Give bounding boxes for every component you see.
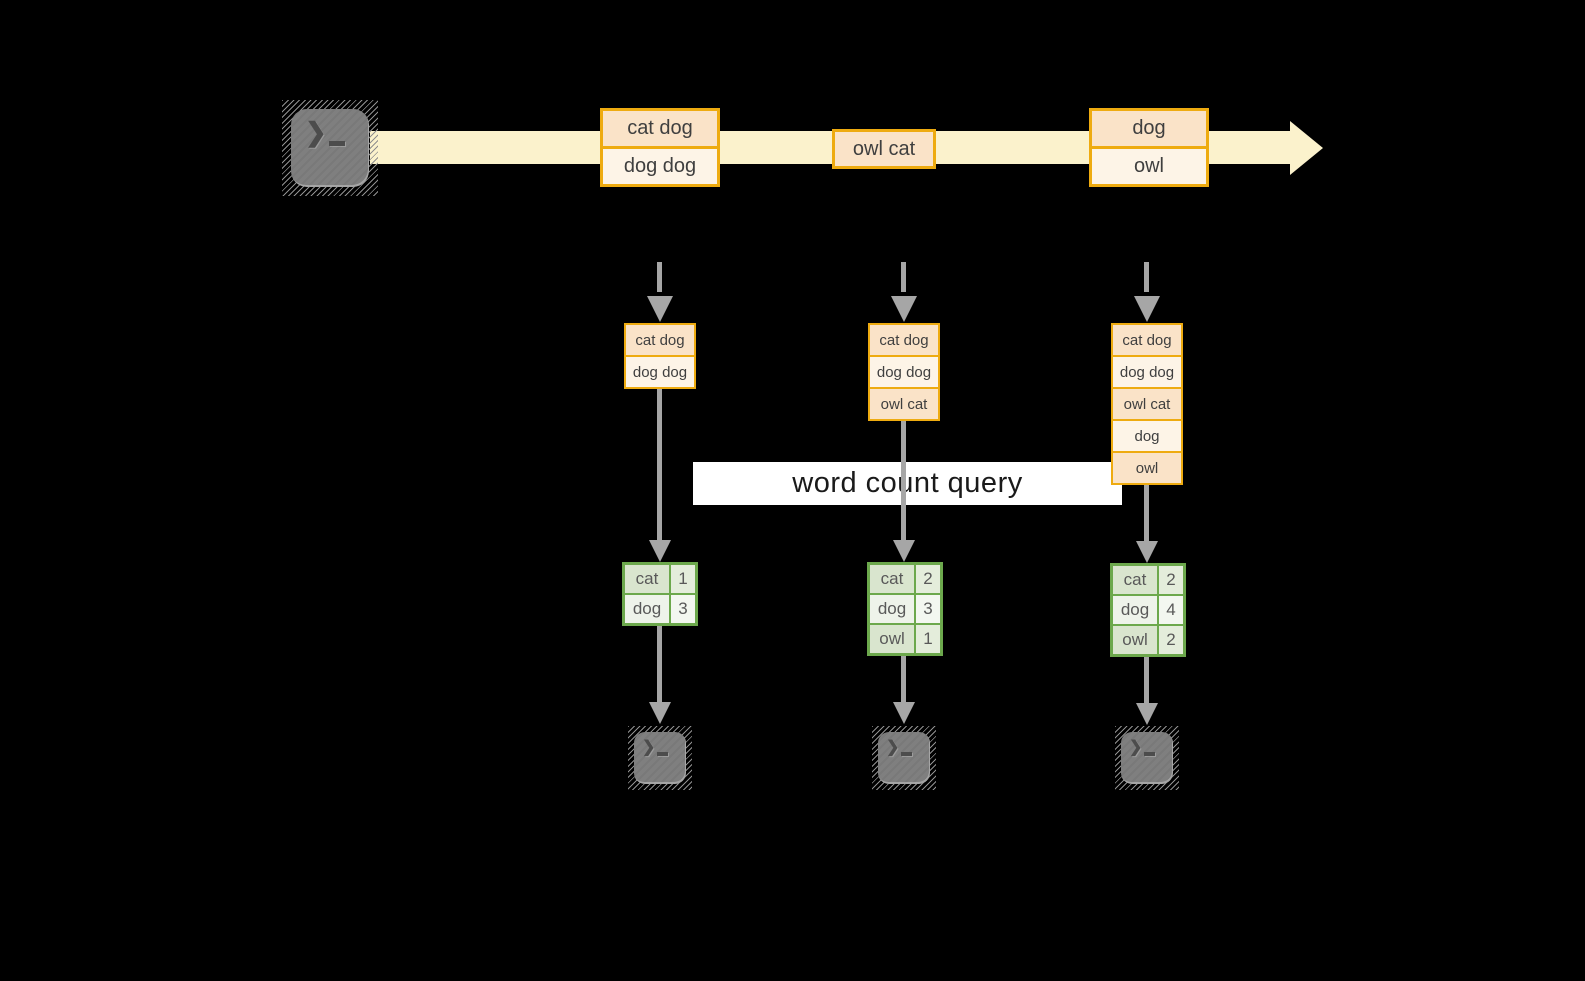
buffer-row: dog dog [870, 357, 938, 387]
count-cell: 2 [916, 565, 940, 593]
word-count-table-3: cat 2 dog 4 owl 2 [1110, 563, 1186, 657]
buffer-row: dog dog [626, 357, 694, 387]
trigger-dash [901, 262, 906, 292]
word-cell: cat [870, 565, 914, 593]
connector-line [1144, 657, 1149, 703]
word-cell: dog [625, 595, 669, 623]
input-buffer-1: cat dog dog dog [624, 323, 696, 389]
word-cell: owl [1113, 626, 1157, 654]
word-cell: owl [870, 625, 914, 653]
buffer-row: owl cat [1113, 389, 1181, 419]
terminal-screen [634, 732, 686, 784]
connector-line [1144, 485, 1149, 541]
trigger-arrowhead-icon [891, 296, 917, 322]
word-count-table-1: cat 1 dog 3 [622, 562, 698, 626]
word-cell: cat [625, 565, 669, 593]
event-line: dog dog [603, 149, 717, 184]
terminal-icon [628, 726, 692, 790]
word-count-table-2: cat 2 dog 3 owl 1 [867, 562, 943, 656]
count-cell: 4 [1159, 596, 1183, 624]
buffer-row: cat dog [870, 325, 938, 355]
trigger-dash [1144, 262, 1149, 292]
terminal-icon [872, 726, 936, 790]
event-line: owl cat [835, 132, 933, 166]
terminal-icon [282, 100, 378, 196]
prompt-cursor-icon [901, 752, 912, 756]
count-cell: 3 [671, 595, 695, 623]
query-label: word count query [693, 462, 1122, 505]
trigger-arrowhead-icon [647, 296, 673, 322]
connector-line [901, 656, 906, 702]
buffer-row: dog dog [1113, 357, 1181, 387]
terminal-icon [1115, 726, 1179, 790]
word-cell: dog [1113, 596, 1157, 624]
event-line: owl [1092, 149, 1206, 184]
count-cell: 1 [671, 565, 695, 593]
connector-arrowhead-icon [1136, 541, 1158, 563]
query-label-text: word count query [792, 467, 1023, 499]
connector-arrowhead-icon [893, 540, 915, 562]
input-buffer-2: cat dog dog dog owl cat [868, 323, 940, 421]
prompt-cursor-icon [329, 141, 345, 146]
connector-line [657, 389, 662, 540]
buffer-row: owl [1113, 453, 1181, 483]
trigger-arrowhead-icon [1134, 296, 1160, 322]
connector-arrowhead-icon [649, 540, 671, 562]
prompt-cursor-icon [657, 752, 668, 756]
terminal-screen [291, 109, 369, 187]
buffer-row: cat dog [1113, 325, 1181, 355]
prompt-cursor-icon [1144, 752, 1155, 756]
count-cell: 2 [1159, 626, 1183, 654]
connector-line [657, 624, 662, 702]
stream-event-box-3: dog owl [1089, 108, 1209, 187]
stream-event-box-2: owl cat [832, 129, 936, 169]
connector-arrowhead-icon [649, 702, 671, 724]
input-buffer-3: cat dog dog dog owl cat dog owl [1111, 323, 1183, 485]
trigger-dash [657, 262, 662, 292]
terminal-screen [878, 732, 930, 784]
buffer-row: cat dog [626, 325, 694, 355]
terminal-screen [1121, 732, 1173, 784]
connector-arrowhead-icon [893, 702, 915, 724]
buffer-row: owl cat [870, 389, 938, 419]
word-cell: cat [1113, 566, 1157, 594]
event-line: cat dog [603, 111, 717, 146]
count-cell: 2 [1159, 566, 1183, 594]
word-cell: dog [870, 595, 914, 623]
buffer-row: dog [1113, 421, 1181, 451]
stream-arrowhead-icon [1290, 121, 1323, 175]
connector-line [901, 421, 906, 540]
stream-event-box-1: cat dog dog dog [600, 108, 720, 187]
connector-arrowhead-icon [1136, 703, 1158, 725]
count-cell: 3 [916, 595, 940, 623]
count-cell: 1 [916, 625, 940, 653]
event-line: dog [1092, 111, 1206, 146]
